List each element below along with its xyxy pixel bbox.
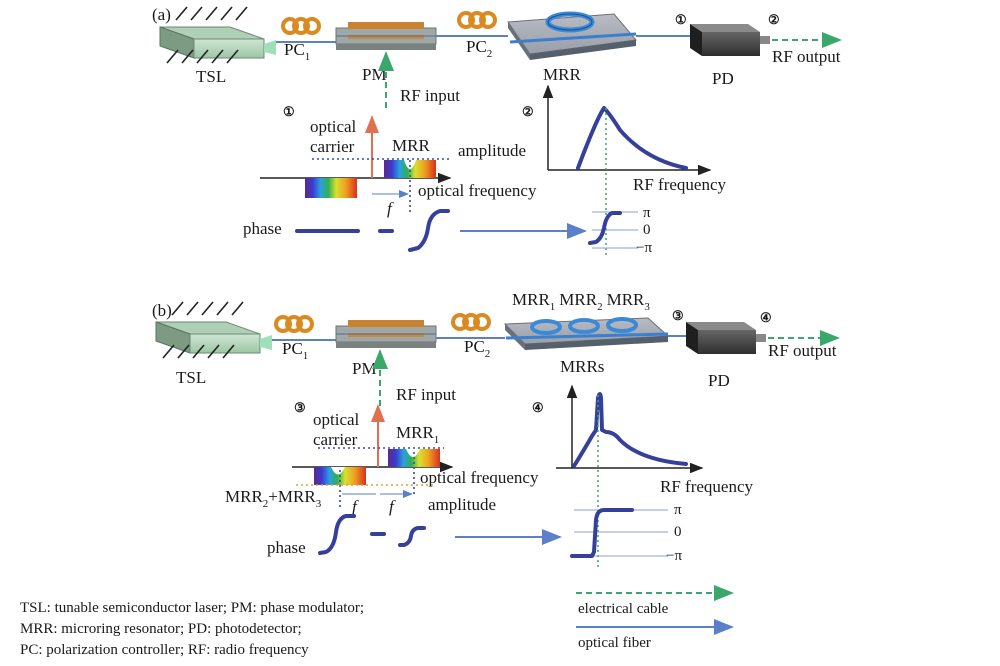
minus-pi-label-b: −π xyxy=(666,548,682,564)
optical-carrier-text-1-b: optical xyxy=(313,410,360,429)
optical-carrier-text-2-b: carrier xyxy=(313,430,358,449)
tsl-laser-block xyxy=(159,6,276,64)
legend-line-2: MRR: microring resonator; PD: photodetec… xyxy=(20,621,302,637)
phase-step-upper-b xyxy=(398,526,426,547)
phase-label: phase xyxy=(243,219,282,238)
pc2-label-b: PC2 xyxy=(464,337,490,360)
amplitude-label: amplitude xyxy=(458,141,526,160)
legend-line-1: TSL: tunable semiconductor laser; PM: ph… xyxy=(20,600,364,616)
rf-phase-curve-b xyxy=(570,508,634,558)
marker-1-spectrum: ① xyxy=(283,104,295,119)
mrr23-notch xyxy=(331,467,345,475)
rf-response-curve xyxy=(576,106,688,170)
phase-step-lower xyxy=(318,514,356,555)
mrr-notch xyxy=(404,160,416,169)
marker-3: ③ xyxy=(672,308,684,323)
panel-b: (b) TSL PC1 xyxy=(152,290,840,568)
rf-output-label: RF output xyxy=(772,47,841,66)
marker-2-spectrum: ② xyxy=(522,104,534,119)
tsl-label-b: TSL xyxy=(176,368,206,387)
zero-label-b: 0 xyxy=(674,524,682,540)
optical-carrier-text-2: carrier xyxy=(310,137,355,156)
pc1-coils xyxy=(281,17,321,35)
pm-label-b: PM xyxy=(352,359,377,378)
mrr23-label: MRR2+MRR3 xyxy=(225,487,322,510)
marker-4: ④ xyxy=(760,310,772,325)
phase-label-b: phase xyxy=(267,538,306,557)
mrr-label: MRR xyxy=(543,65,581,84)
pc1-coils-b xyxy=(274,315,314,333)
legend-line-3: PC: polarization controller; RF: radio f… xyxy=(20,642,309,658)
legend: TSL: tunable semiconductor laser; PM: ph… xyxy=(20,585,734,658)
pd-label-b: PD xyxy=(708,371,730,390)
mrr-chip xyxy=(507,11,637,60)
rf-frequency-label: RF frequency xyxy=(633,175,727,194)
pc2-coils-b xyxy=(451,313,491,331)
pc1-label-b: PC1 xyxy=(282,339,308,362)
marker-4-spectrum: ④ xyxy=(532,400,544,415)
mrrs-chip xyxy=(503,317,670,350)
rf-input-label: RF input xyxy=(400,86,460,105)
pi-label-b: π xyxy=(674,502,682,518)
rf-output-label-b: RF output xyxy=(768,341,837,360)
phase-step-upper xyxy=(408,209,450,252)
pd-block xyxy=(690,24,770,56)
mrr-notch-label: MRR xyxy=(392,136,430,155)
marker-3-spectrum: ③ xyxy=(294,400,306,415)
pc2-label: PC2 xyxy=(466,37,492,60)
rf-phase-curve xyxy=(588,211,622,245)
pi-label: π xyxy=(643,205,651,221)
amplitude-label-b: amplitude xyxy=(428,495,496,514)
pm-label: PM xyxy=(362,65,387,84)
optical-carrier-text-1: optical xyxy=(310,117,357,136)
f-label-b-left: f xyxy=(352,497,359,516)
legend-optical-fiber-label: optical fiber xyxy=(578,635,651,651)
f-label: f xyxy=(387,199,394,218)
pc2-coils xyxy=(457,11,497,29)
panel-b-tag: (b) xyxy=(152,301,172,320)
mrr1-notch xyxy=(406,449,420,457)
pc1-label: PC1 xyxy=(284,40,310,63)
optical-frequency-label: optical frequency xyxy=(418,181,537,200)
zero-label: 0 xyxy=(643,222,651,238)
minus-pi-label: −π xyxy=(636,240,652,256)
tsl-laser-block-b xyxy=(155,301,272,359)
panel-a: (a) TSL PC1 xyxy=(152,5,842,258)
f-label-b-right: f xyxy=(389,497,396,516)
pm-block xyxy=(335,22,437,50)
marker-1: ① xyxy=(675,12,687,27)
mrrs-label: MRRs xyxy=(560,357,604,376)
pd-label: PD xyxy=(712,69,734,88)
pd-block-b xyxy=(686,322,766,354)
rf-frequency-label-b: RF frequency xyxy=(660,477,754,496)
pm-block-b xyxy=(335,320,437,348)
optical-frequency-label-b: optical frequency xyxy=(420,468,539,487)
legend-electrical-cable-label: electrical cable xyxy=(578,601,669,617)
mrr1-notch-label: MRR1 xyxy=(396,423,439,446)
lower-sideband-spectrum xyxy=(305,178,357,198)
marker-2: ② xyxy=(768,12,780,27)
tsl-label: TSL xyxy=(196,67,226,86)
rf-input-label-b: RF input xyxy=(396,385,456,404)
panel-a-tag: (a) xyxy=(152,5,171,24)
rf-response-curve-b xyxy=(572,392,688,468)
